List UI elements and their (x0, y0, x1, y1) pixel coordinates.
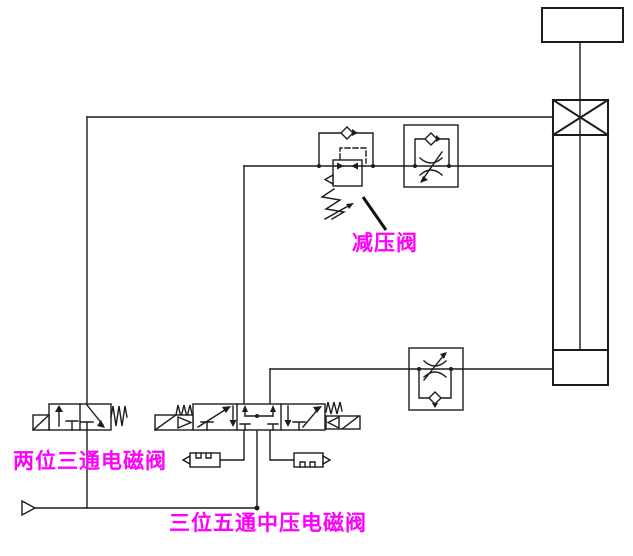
load-platform (541, 7, 624, 43)
spring-icon (175, 404, 193, 418)
label-reducing-valve: 减压阀 (352, 232, 418, 255)
pilot-line (339, 147, 367, 164)
two-position-three-way-valve (32, 403, 128, 431)
pipe-lines (34, 116, 554, 511)
three-position-five-way-valve (154, 401, 361, 431)
check-valve-icon (424, 132, 438, 146)
reducing-valve-leader-line (361, 196, 388, 231)
cylinder (551, 41, 610, 386)
spring-icon (320, 188, 347, 220)
silencer-left (181, 452, 221, 468)
cylinder-barrel (552, 134, 609, 386)
flow-control-valve-bottom (408, 347, 464, 411)
pilot-triangle-icon (326, 415, 340, 430)
label-three-position-five-way-valve: 三位五通中压电磁阀 (169, 512, 367, 535)
pilot-triangle-icon (177, 415, 193, 430)
air-supply-icon (21, 499, 37, 517)
reducing-valve-body (332, 159, 363, 187)
pressure-reducing-valve (317, 126, 375, 220)
label-two-position-three-way-valve: 两位三通电磁阀 (13, 450, 167, 473)
spring-icon (325, 401, 343, 415)
silencer-right (293, 452, 332, 468)
throttle-icon (419, 157, 443, 164)
spring-icon (110, 405, 128, 427)
check-valve-icon (428, 391, 442, 405)
flow-control-valve-top (403, 124, 459, 188)
check-valve-icon (340, 126, 354, 140)
exhaust-triangle-icon (323, 173, 334, 186)
